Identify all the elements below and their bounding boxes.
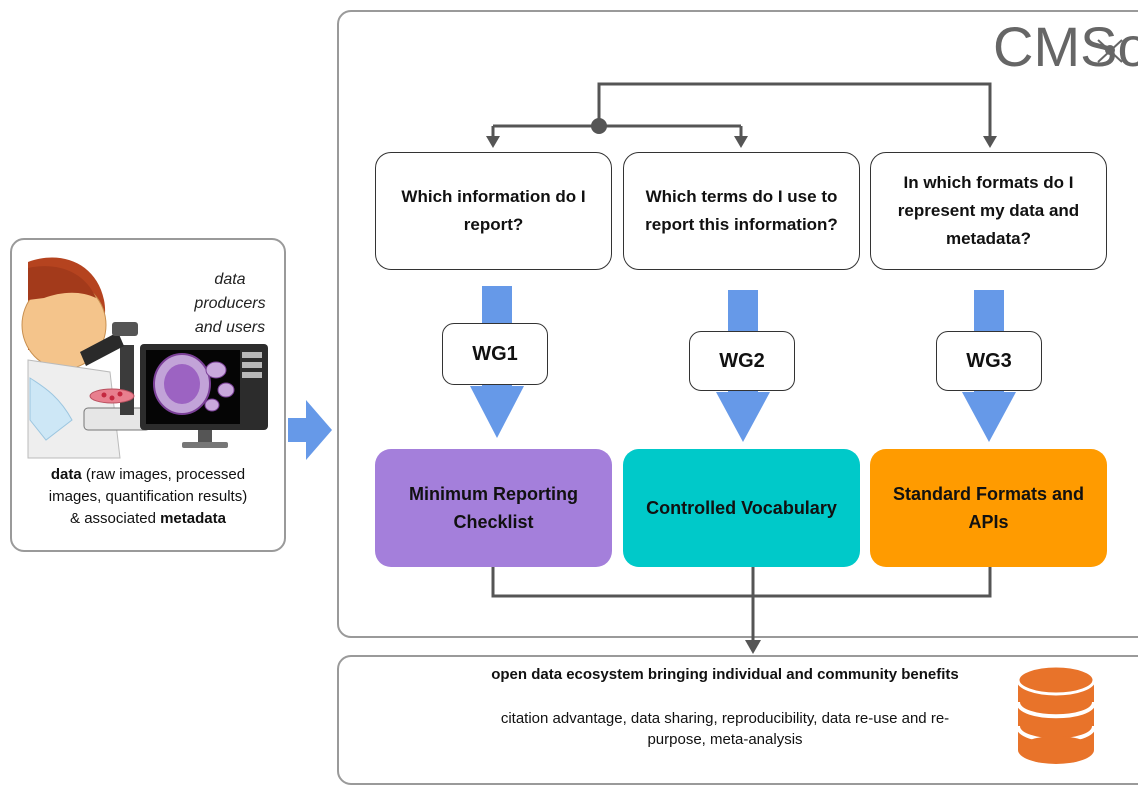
ecosystem-benefits: citation advantage, data sharing, reprod… [500,710,950,748]
data-label: data [50,466,82,483]
wg-arrows [470,286,1016,442]
question-box-1: Which information do I report? [375,152,612,270]
wg-arrow-shafts [482,380,1004,396]
wg1-box: WG1 [442,323,548,385]
question-box-2: Which terms do I use to report this info… [623,152,860,270]
ecosystem-arrowhead [745,640,761,654]
standard-formats-box: Standard Formats and APIs [870,449,1107,567]
data-description-body: (raw images, processed images, quantific… [48,466,248,527]
diagram-graphics: CMSo [21,15,1138,764]
cmso-logo: CMSo [993,15,1138,78]
top-connector [491,82,992,138]
metadata-label: metadata [160,510,226,527]
microscope-icon [80,322,151,431]
branch-node [591,118,607,134]
data-description: data (raw images, processed images, quan… [42,464,254,530]
wg3-box: WG3 [936,331,1042,391]
bottom-connector [491,566,992,646]
scientist-icon [21,257,121,459]
minimum-reporting-checklist-box: Minimum Reporting Checklist [375,449,612,567]
question-box-3: In which formats do I represent my data … [870,152,1107,270]
data-producers-caption-text: data producers and users [194,271,266,336]
controlled-vocabulary-box: Controlled Vocabulary [623,449,860,567]
ecosystem-title: open data ecosystem bringing individual … [491,666,959,683]
wg2-box: WG2 [689,331,795,391]
connector-arrowheads [486,136,997,148]
database-icon [1016,664,1096,764]
input-arrow [288,400,332,460]
monitor-icon [140,344,268,448]
ecosystem-panel [337,655,1138,785]
